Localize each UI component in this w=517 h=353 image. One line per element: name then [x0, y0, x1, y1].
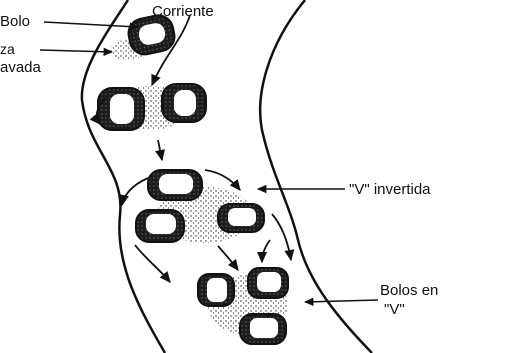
boulder-row1-left	[98, 88, 144, 130]
flow-arrow	[218, 246, 238, 270]
flow-arrow	[135, 245, 170, 282]
label-za: za	[0, 41, 15, 57]
label-v: "V"	[384, 301, 405, 318]
boulder-v-right	[248, 268, 288, 298]
boulder-v-left	[198, 274, 234, 306]
boulder-vinv-left	[136, 210, 184, 242]
flow-arrow	[205, 170, 240, 190]
boulder-vinv-top	[148, 170, 202, 200]
flow-arrow	[262, 240, 270, 262]
flow-arrow	[158, 140, 162, 160]
flow-arrow	[272, 214, 291, 260]
boulder-row1-right	[162, 84, 206, 122]
label-v-invertida: "V" invertida	[349, 181, 431, 198]
boulders	[98, 13, 288, 344]
label-bolos-en: Bolos en	[380, 282, 438, 299]
label-bolo: Bolo	[0, 13, 30, 30]
boulder-v-bottom	[240, 314, 286, 344]
label-avada: avada	[0, 59, 42, 76]
label-corriente: Corriente	[152, 3, 214, 20]
boulder-vinv-right	[218, 204, 264, 232]
flow-arrow	[122, 178, 148, 205]
